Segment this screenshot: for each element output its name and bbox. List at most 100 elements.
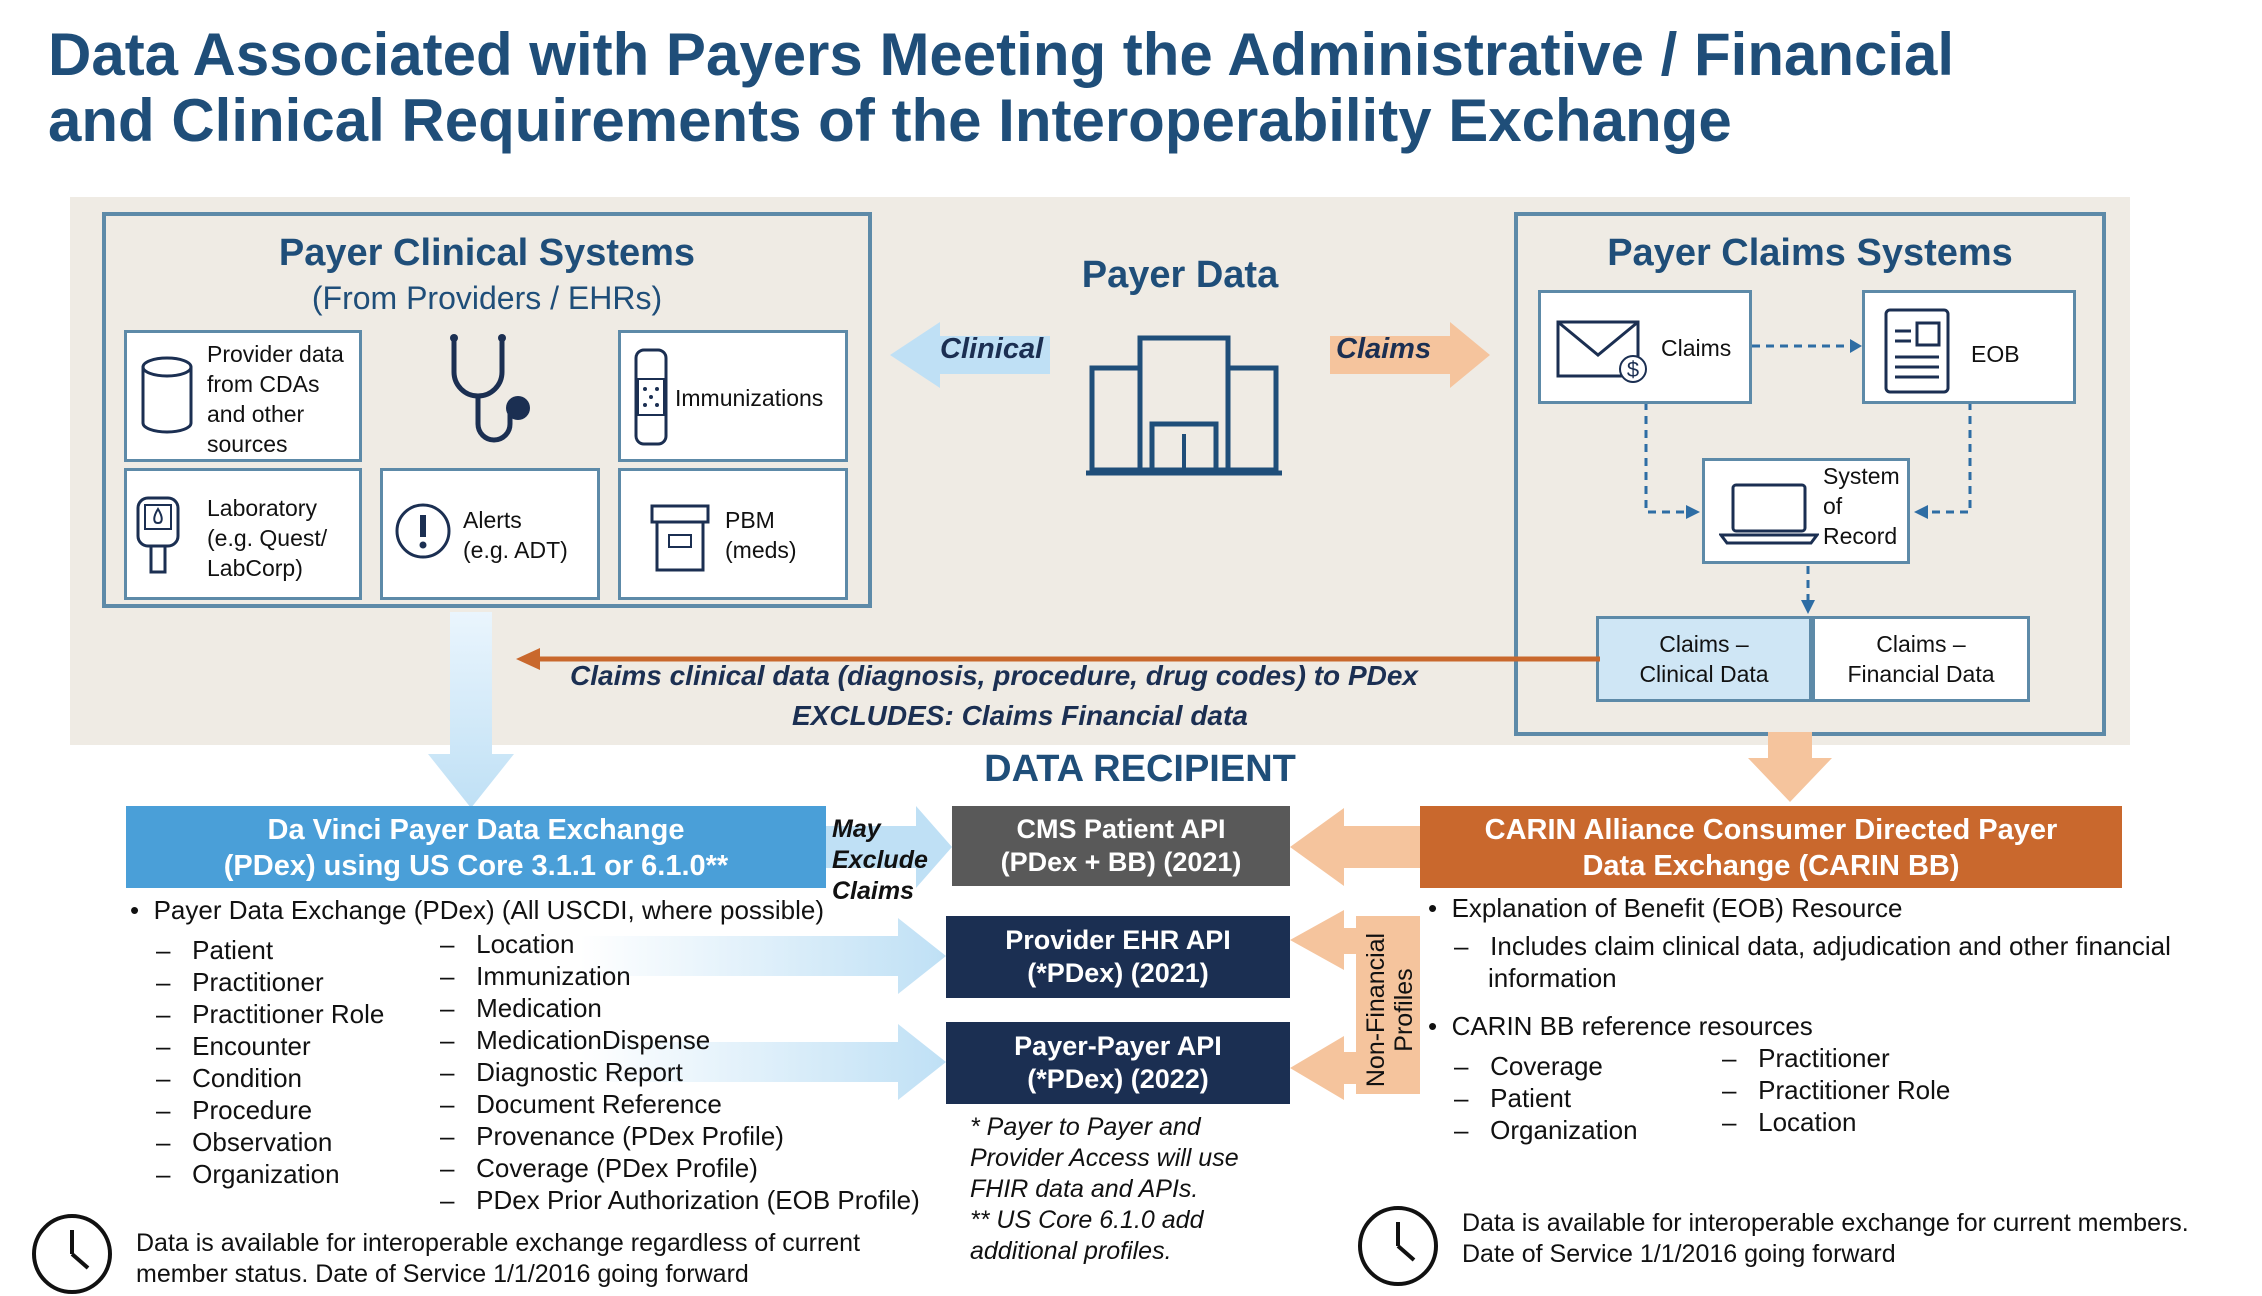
claims-financial-line-1: Claims – bbox=[1876, 631, 1966, 657]
glucometer-icon bbox=[136, 496, 180, 574]
list-item: – MedicationDispense bbox=[440, 1025, 711, 1055]
provider-data-card: Provider data from CDAs and other source… bbox=[124, 330, 362, 462]
footnote-line: ** US Core 6.1.0 add bbox=[970, 1206, 1204, 1234]
laboratory-line-2: (e.g. Quest/ bbox=[207, 525, 328, 551]
claims-label: Claims bbox=[1661, 335, 1732, 361]
immunizations-label: Immunizations bbox=[675, 385, 824, 411]
title-line-2: and Clinical Requirements of the Interop… bbox=[48, 87, 1732, 154]
list-item: – Organization bbox=[1454, 1115, 1638, 1145]
may-exclude-line-3: Claims bbox=[832, 877, 914, 905]
list-item: – PDex Prior Authorization (EOB Profile) bbox=[440, 1185, 920, 1215]
may-exclude-line-2: Exclude bbox=[832, 846, 928, 874]
sor-line-2: of bbox=[1823, 493, 1843, 519]
claims-clinical-line-2: Clinical Data bbox=[1639, 661, 1769, 687]
clinical-down-arrow bbox=[428, 612, 514, 808]
carin-resource-list-2: – Practitioner – Practitioner Role – Loc… bbox=[1722, 1042, 1950, 1138]
list-item: – Organization bbox=[156, 1159, 340, 1189]
list-item: – Practitioner Role bbox=[1722, 1075, 1951, 1105]
may-exclude-arrow bbox=[826, 806, 952, 888]
claims-note-line-2: EXCLUDES: Claims Financial data bbox=[792, 700, 1248, 732]
carin-bullet-2: • CARIN BB reference resources bbox=[1428, 1011, 1813, 1041]
carin-header: CARIN Alliance Consumer Directed Payer D… bbox=[1420, 806, 2122, 888]
title-line-1: Data Associated with Payers Meeting the … bbox=[48, 21, 1955, 88]
laboratory-line-3: LabCorp) bbox=[207, 555, 303, 581]
claims-arrow-label: Claims bbox=[1336, 333, 1432, 365]
provider-data-line-3: and other bbox=[207, 401, 305, 427]
clinical-arrow-label: Clinical bbox=[940, 333, 1044, 365]
laptop-icon bbox=[1719, 483, 1819, 545]
api-footnotes: * Payer to Payer and Provider Access wil… bbox=[970, 1112, 1239, 1267]
sor-line-3: Record bbox=[1823, 523, 1898, 549]
stethoscope-icon bbox=[450, 334, 530, 443]
footnote-line: additional profiles. bbox=[970, 1237, 1172, 1265]
list-item: – Observation bbox=[156, 1127, 333, 1157]
list-item: – Location bbox=[1722, 1107, 1857, 1137]
clinical-systems-title: Payer Clinical Systems bbox=[278, 232, 696, 274]
alerts-card: Alerts (e.g. ADT) bbox=[380, 468, 600, 600]
claims-clinical-line-1: Claims – bbox=[1659, 631, 1749, 657]
list-item: – Patient bbox=[156, 935, 274, 965]
claims-note-line-1: Claims clinical data (diagnosis, procedu… bbox=[570, 660, 1418, 691]
carin-availability-line-1: Data is available for interoperable exch… bbox=[1462, 1209, 2189, 1237]
provider-line-1: Provider EHR API bbox=[1005, 925, 1231, 955]
list-item: – Encounter bbox=[156, 1031, 311, 1061]
list-item: – Medication bbox=[440, 993, 602, 1023]
payer-line-1: Payer-Payer API bbox=[1014, 1031, 1222, 1061]
pbm-line-2: (meds) bbox=[725, 537, 797, 563]
non-financial-line-2: Profiles bbox=[1390, 968, 1418, 1052]
footnote-line: * Payer to Payer and bbox=[970, 1113, 1201, 1141]
list-item: – Coverage bbox=[1454, 1051, 1603, 1081]
list-item: – Location bbox=[440, 929, 575, 959]
list-item: – Condition bbox=[156, 1063, 302, 1093]
carin-title-line-2: Data Exchange (CARIN BB) bbox=[1582, 850, 1960, 882]
building-icon bbox=[1086, 335, 1282, 476]
cms-patient-api-box: CMS Patient API (PDex + BB) (2021) bbox=[952, 806, 1290, 886]
payer-payer-api-box: Payer-Payer API (*PDex) (2022) bbox=[946, 1022, 1290, 1104]
davinci-bullet-text: Payer Data Exchange (PDex) (All USCDI, w… bbox=[153, 895, 825, 925]
list-item: – Procedure bbox=[156, 1095, 313, 1125]
footnote-line: Provider Access will use bbox=[970, 1144, 1239, 1172]
provider-data-line-4: sources bbox=[207, 431, 288, 457]
davinci-availability-line-1: Data is available for interoperable exch… bbox=[136, 1229, 861, 1257]
claims-financial-line-2: Financial Data bbox=[1847, 661, 1995, 687]
claims-card: $ Claims bbox=[1538, 290, 1752, 404]
carin-availability-line-2: Date of Service 1/1/2016 going forward bbox=[1462, 1240, 1896, 1268]
list-item: – Diagnostic Report bbox=[440, 1057, 683, 1087]
davinci-bullet: • Payer Data Exchange (PDex) (All USCDI,… bbox=[130, 895, 825, 925]
list-item: – Coverage (PDex Profile) bbox=[440, 1153, 758, 1183]
bandage-icon bbox=[634, 348, 668, 446]
claims-flow-connectors bbox=[1644, 339, 1972, 614]
pdex-to-api-arrows bbox=[580, 918, 946, 1100]
svg-text:$: $ bbox=[1627, 357, 1639, 382]
list-item: – Document Reference bbox=[440, 1089, 722, 1119]
data-recipient-title: DATA RECIPIENT bbox=[984, 748, 1296, 790]
cms-line-2: (PDex + BB) (2021) bbox=[1000, 847, 1242, 877]
footnote-line: FHIR data and APIs. bbox=[970, 1175, 1199, 1203]
pbm-card: PBM (meds) bbox=[618, 468, 848, 600]
carin-resource-list-1: – Coverage – Patient – Organization bbox=[1454, 1050, 1638, 1146]
non-financial-line-1: Non-Financial bbox=[1362, 932, 1390, 1088]
clock-icon bbox=[1358, 1206, 1438, 1286]
laboratory-card: Laboratory (e.g. Quest/ LabCorp) bbox=[124, 468, 362, 600]
carin-bullet-1: • Explanation of Benefit (EOB) Resource bbox=[1428, 893, 1903, 923]
list-item: – Practitioner Role bbox=[156, 999, 385, 1029]
cms-line-1: CMS Patient API bbox=[1016, 814, 1226, 844]
document-icon bbox=[1884, 308, 1950, 394]
carin-sub-1: – Includes claim clinical data, adjudica… bbox=[1454, 931, 2171, 993]
non-financial-label: Non-Financial Profiles bbox=[1362, 924, 1418, 1096]
pbm-line-1: PBM bbox=[725, 507, 775, 533]
alert-icon bbox=[395, 503, 451, 559]
alerts-line-2: (e.g. ADT) bbox=[463, 537, 568, 563]
claims-systems-title: Payer Claims Systems bbox=[1607, 232, 2013, 274]
carin-bullet-1-text: Explanation of Benefit (EOB) Resource bbox=[1451, 893, 1903, 923]
claims-clinical-data-box: Claims – Clinical Data bbox=[1596, 616, 1812, 702]
davinci-title-line-1: Da Vinci Payer Data Exchange bbox=[267, 814, 685, 846]
carin-bullet-2-text: CARIN BB reference resources bbox=[1451, 1011, 1813, 1041]
carin-title-line-1: CARIN Alliance Consumer Directed Payer bbox=[1484, 814, 2058, 846]
davinci-availability-line-2: member status. Date of Service 1/1/2016 … bbox=[136, 1260, 749, 1288]
davinci-resource-list-2: – Location – Immunization – Medication –… bbox=[440, 928, 920, 1216]
may-exclude-line-1: May bbox=[832, 815, 881, 843]
laboratory-line-1: Laboratory bbox=[207, 495, 317, 521]
davinci-resource-list-1: – Patient – Practitioner – Practitioner … bbox=[156, 934, 384, 1190]
carin-sub-1-line-2: information bbox=[1488, 963, 1617, 993]
